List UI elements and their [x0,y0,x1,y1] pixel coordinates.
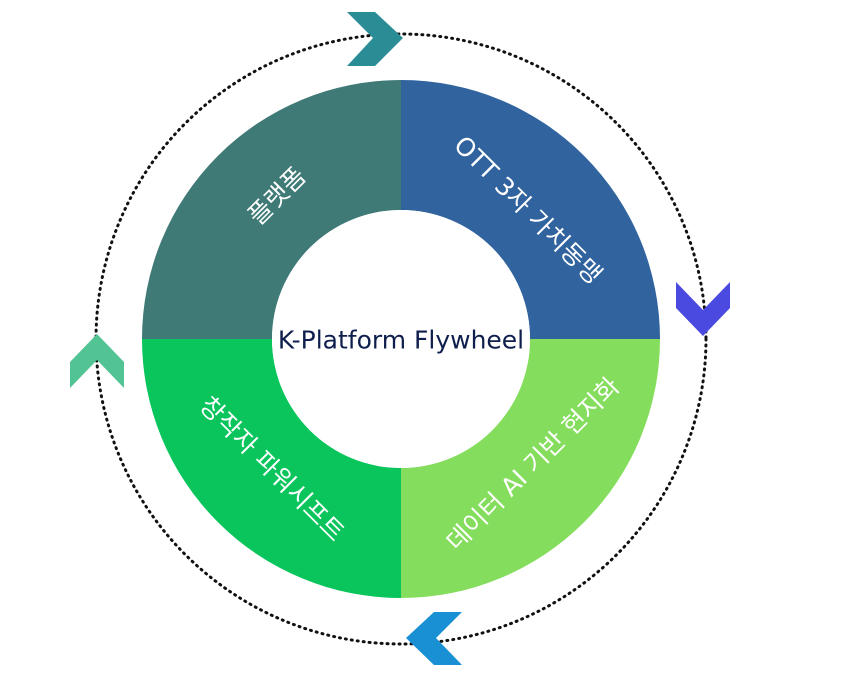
chevron-up-icon [70,334,124,388]
segment-creator-power-shift [142,339,401,598]
chevron-left-icon [406,612,462,665]
segment-ott-alliance [401,80,660,339]
chevron-right-icon [347,12,403,66]
segment-platform [142,80,401,339]
segment-data-ai-localization [401,339,660,598]
center-title: K-Platform Flywheel [278,326,524,355]
chevron-down-icon [676,282,730,336]
ring-segments [142,80,660,598]
orbit-ring [94,32,708,646]
center-circle [272,210,530,468]
